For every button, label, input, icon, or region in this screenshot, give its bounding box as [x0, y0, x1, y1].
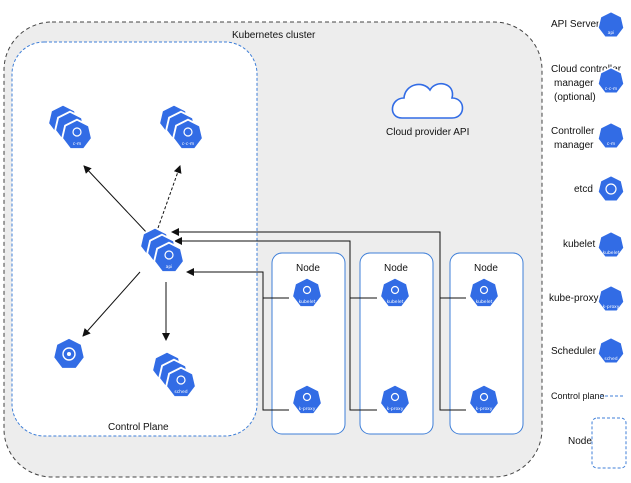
- svg-text:API Server: API Server: [551, 19, 600, 30]
- legend-kubelet: kubelet kubelet: [563, 230, 625, 259]
- legend-controller-manager: Controller manager c-m: [551, 121, 625, 151]
- svg-text:api: api: [166, 264, 173, 270]
- api-server-stack-icon: api: [139, 226, 185, 273]
- control-plane-boundary: [11, 41, 258, 437]
- legend-control-plane: Control plane: [551, 391, 625, 401]
- svg-text:kube-proxy: kube-proxy: [549, 293, 598, 304]
- svg-text:kubelet: kubelet: [387, 299, 404, 305]
- controller-manager-stack-icon: c-m: [47, 103, 93, 150]
- svg-text:Node: Node: [384, 263, 408, 274]
- legend-api-server: API Server api: [551, 10, 625, 39]
- cloud-provider-label: Cloud provider API: [386, 127, 469, 138]
- svg-text:k-proxy: k-proxy: [299, 406, 316, 412]
- svg-text:etcd: etcd: [574, 184, 593, 195]
- kube-proxy-icon-node-1: k-proxy: [291, 383, 323, 415]
- legend-scheduler: Scheduler sched: [551, 336, 625, 365]
- kube-proxy-icon-node-2: k-proxy: [379, 383, 411, 415]
- svg-text:manager: manager: [554, 140, 594, 151]
- svg-text:c-c-m: c-c-m: [605, 87, 618, 92]
- svg-text:Cloud controller: Cloud controller: [551, 64, 622, 75]
- kube-proxy-icon-node-3: k-proxy: [468, 383, 500, 415]
- svg-text:c-m: c-m: [73, 142, 81, 147]
- svg-text:sched: sched: [174, 389, 187, 395]
- node-connectors: [262, 297, 466, 411]
- legend-node: Node: [568, 417, 627, 469]
- svg-text:kubelet: kubelet: [476, 299, 493, 305]
- etcd-icon: [52, 336, 86, 370]
- node-box-2: Node: [359, 252, 434, 435]
- svg-text:Controller: Controller: [551, 126, 595, 137]
- node-box-1: Node: [271, 252, 346, 435]
- node-box-3: Node: [449, 252, 524, 435]
- svg-text:api: api: [608, 30, 615, 36]
- svg-text:Node: Node: [296, 263, 320, 274]
- legend-etcd: etcd: [574, 174, 625, 203]
- svg-text:kubelet: kubelet: [603, 250, 620, 256]
- svg-text:kubelet: kubelet: [299, 299, 316, 305]
- svg-text:manager: manager: [554, 78, 594, 89]
- svg-text:sched: sched: [604, 356, 617, 362]
- cloud-controller-manager-stack-icon: c-c-m: [158, 103, 204, 150]
- legend-kube-proxy: kube-proxy k-proxy: [549, 284, 625, 313]
- svg-text:Scheduler: Scheduler: [551, 346, 597, 357]
- control-plane-arrows: [82, 165, 182, 341]
- kubelet-icon-node-3: kubelet: [468, 276, 500, 308]
- scheduler-stack-icon: sched: [151, 350, 197, 398]
- svg-text:k-proxy: k-proxy: [603, 304, 620, 310]
- kubelet-icon-node-1: kubelet: [291, 276, 323, 308]
- legend: API Server api Cloud controller manager …: [549, 10, 627, 469]
- cluster-label: Kubernetes cluster: [232, 30, 316, 41]
- svg-text:k-proxy: k-proxy: [476, 406, 493, 412]
- svg-text:c-m: c-m: [607, 142, 615, 147]
- svg-text:kubelet: kubelet: [563, 239, 595, 250]
- svg-text:c-c-m: c-c-m: [182, 142, 195, 147]
- kubelet-icon-node-2: kubelet: [379, 276, 411, 308]
- svg-text:Node: Node: [568, 436, 592, 447]
- cloud-icon: [391, 82, 464, 119]
- svg-text:Node: Node: [474, 263, 498, 274]
- svg-text:Control plane: Control plane: [551, 391, 605, 401]
- control-plane-label: Control Plane: [108, 422, 169, 433]
- svg-text:k-proxy: k-proxy: [387, 406, 404, 412]
- svg-text:(optional): (optional): [554, 92, 596, 103]
- node-to-api-arrows: [171, 228, 441, 298]
- legend-cloud-controller-manager: Cloud controller manager (optional) c-c-…: [551, 64, 625, 103]
